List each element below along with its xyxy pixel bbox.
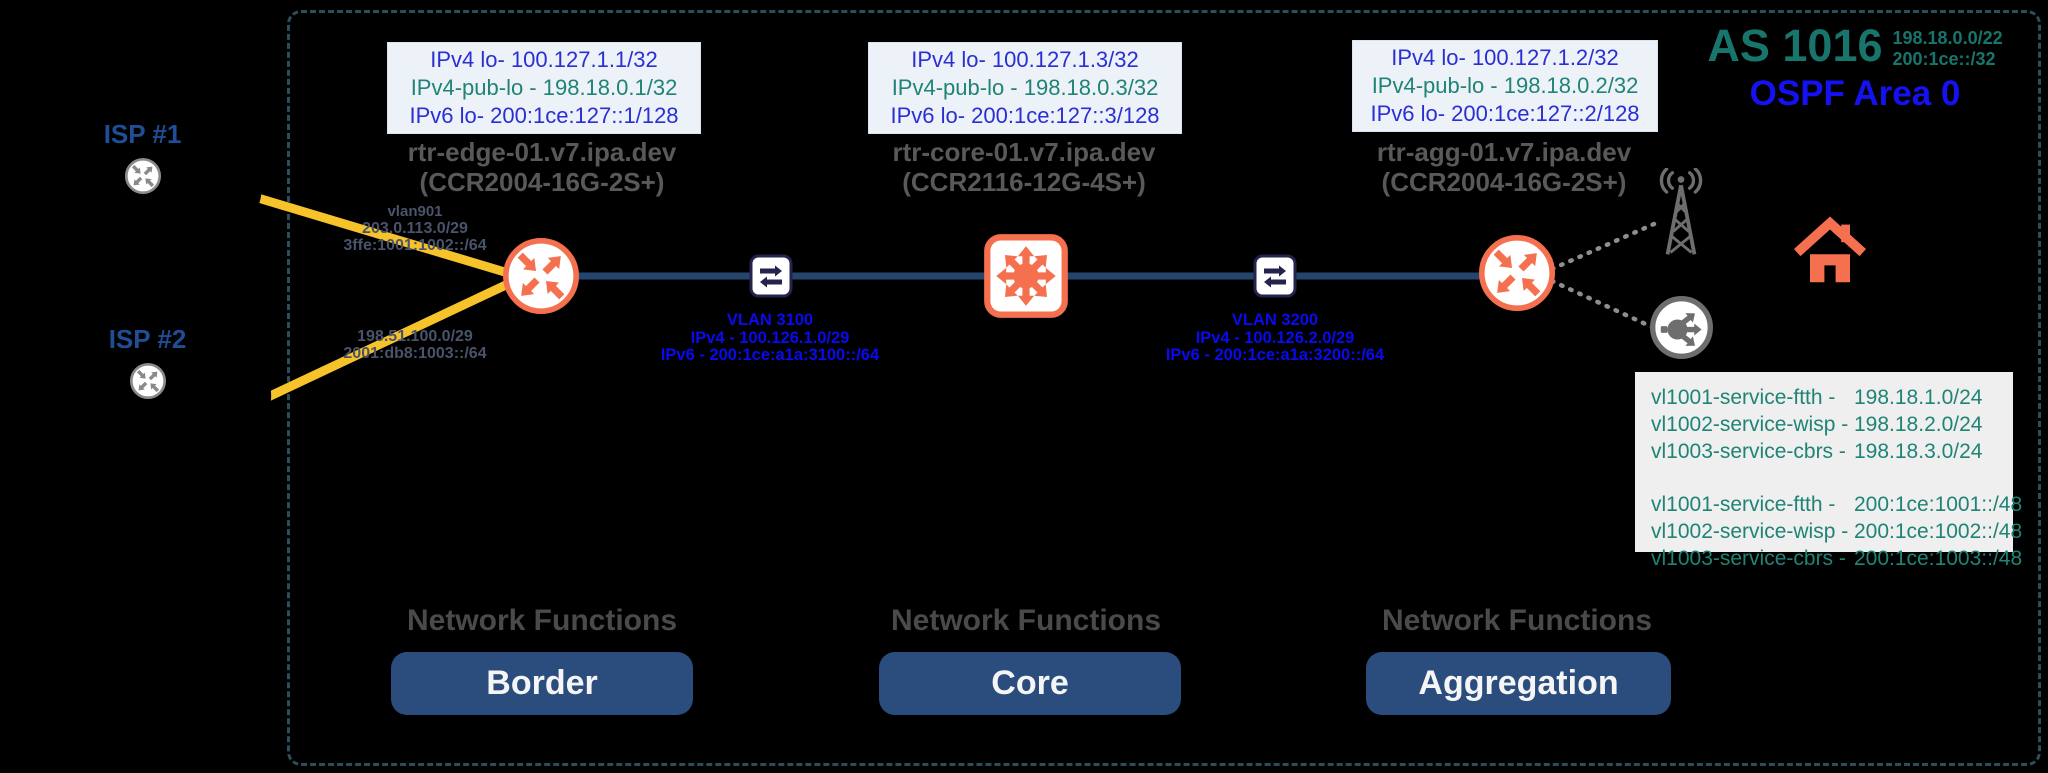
- service-prefix: 200:1ce:1001::/48: [1854, 493, 2023, 516]
- agg-hostname: rtr-agg-01.v7.ipa.dev (CCR2004-16G-2S+): [1334, 137, 1674, 197]
- uplink-ipv6: 2001:db8:1003::/64: [343, 345, 487, 362]
- vlan-name: VLAN 3100: [726, 311, 814, 329]
- as-info: AS 1016 198.18.0.0/22 200:1ce::/32 OSPF …: [1700, 20, 2010, 114]
- radio-tower-icon: [1659, 168, 1703, 257]
- service-name: vl1003-service-cbrs -: [1651, 440, 1846, 463]
- vlan3100-switch-icon: [746, 251, 796, 301]
- service-prefix: 198.18.2.0/24: [1854, 413, 1983, 436]
- uplink-ipv4: 198.51.100.0/29: [357, 328, 473, 345]
- border-function-pill: Border: [391, 652, 693, 715]
- service-prefix: 200:1ce:1002::/48: [1854, 520, 2023, 543]
- vlan-ipv4: IPv4 - 100.126.2.0/29: [1195, 328, 1355, 347]
- hostname: rtr-agg-01.v7.ipa.dev: [1376, 137, 1632, 167]
- vlan-ipv6: IPv6 - 200:1ce:a1a:3100::/64: [660, 346, 880, 364]
- edge-router-icon: [501, 236, 581, 316]
- core-hostname: rtr-core-01.v7.ipa.dev (CCR2116-12G-4S+): [854, 137, 1194, 197]
- model: (CCR2004-16G-2S+): [419, 167, 665, 197]
- core-loopback-box: IPv4 lo- 100.127.1.3/32 IPv4-pub-lo - 19…: [868, 42, 1182, 134]
- isp1-label: ISP #1: [103, 119, 182, 149]
- loopback-ipv6: IPv6 lo- 200:1ce:127::2/128: [1370, 101, 1640, 126]
- isp1-uplink-label: vlan901 203.0.113.0/29 3ffe:1001:1002::/…: [295, 203, 535, 254]
- uplink-vlan: vlan901: [387, 203, 443, 220]
- service-row: vl1002-service-wisp - 200:1ce:1002::/48: [1651, 518, 2022, 545]
- vlan3100-label: VLAN 3100 IPv4 - 100.126.1.0/29 IPv6 - 2…: [640, 311, 900, 365]
- loopback-ipv4: IPv4 lo- 100.127.1.1/32: [430, 47, 658, 72]
- service-prefix: 198.18.1.0/24: [1854, 386, 1983, 409]
- aggregation-function-pill: Aggregation: [1366, 652, 1671, 715]
- core-functions-heading: Network Functions: [890, 604, 1161, 637]
- service-row: vl1003-service-cbrs - 198.18.3.0/24: [1651, 438, 2013, 465]
- isp1-cloud: ISP #1: [15, 85, 270, 255]
- isp1-router-icon: [124, 157, 162, 195]
- as-ipv4-prefix: 198.18.0.0/22: [1892, 28, 2003, 48]
- loopback-ipv4: IPv4 lo- 100.127.1.3/32: [911, 47, 1139, 72]
- isp2-router-icon: [129, 362, 167, 400]
- service-row: vl1001-service-ftth - 198.18.1.0/24: [1651, 384, 2013, 411]
- isp2-uplink-line: [266, 279, 510, 402]
- service-prefix: 198.18.3.0/24: [1854, 440, 1983, 463]
- house-icon: [1790, 213, 1870, 289]
- edge-functions-heading: Network Functions: [406, 604, 677, 637]
- edge-loopback-box: IPv4 lo- 100.127.1.1/32 IPv4-pub-lo - 19…: [387, 42, 701, 134]
- ospf-area-label: OSPF Area 0: [1749, 74, 1961, 113]
- model: (CCR2116-12G-4S+): [902, 167, 1146, 197]
- core-router-icon: [981, 231, 1071, 321]
- loopback-pub: IPv4-pub-lo - 198.18.0.2/32: [1371, 73, 1639, 98]
- agg-functions-heading: Network Functions: [1381, 604, 1652, 637]
- model: (CCR2004-16G-2S+): [1381, 167, 1627, 197]
- agg-router-icon: [1477, 233, 1557, 313]
- hostname: rtr-edge-01.v7.ipa.dev: [407, 137, 677, 167]
- service-name: vl1001-service-ftth -: [1651, 386, 1836, 409]
- uplink-ipv6: 3ffe:1001:1002::/64: [343, 237, 487, 254]
- service-row: vl1003-service-cbrs - 200:1ce:1003::/48: [1651, 545, 2022, 572]
- service-name: vl1001-service-ftth -: [1651, 493, 1836, 516]
- as-ipv6-prefix: 200:1ce::/32: [1892, 49, 1996, 69]
- as-number: AS 1016: [1707, 20, 1883, 71]
- broadcast-hub-icon: [1648, 294, 1715, 361]
- service-prefix: 200:1ce:1003::/48: [1854, 547, 2023, 570]
- vlan-name: VLAN 3200: [1231, 311, 1319, 329]
- agg-loopback-box: IPv4 lo- 100.127.1.2/32 IPv4-pub-lo - 19…: [1352, 40, 1658, 132]
- vlan-ipv4: IPv4 - 100.126.1.0/29: [690, 328, 850, 347]
- isp2-uplink-label: 198.51.100.0/29 2001:db8:1003::/64: [295, 328, 535, 362]
- service-name: vl1002-service-wisp -: [1651, 413, 1849, 436]
- agg-to-tower-line: [1549, 221, 1657, 272]
- service-name: vl1003-service-cbrs -: [1651, 547, 1846, 570]
- agg-to-hub-line: [1549, 278, 1655, 330]
- loopback-pub: IPv4-pub-lo - 198.18.0.1/32: [410, 75, 678, 100]
- vlan3200-switch-icon: [1250, 251, 1300, 301]
- loopback-ipv6: IPv6 lo- 200:1ce:127::1/128: [409, 103, 679, 128]
- uplink-ipv4: 203.0.113.0/29: [362, 220, 468, 237]
- loopback-ipv6: IPv6 lo- 200:1ce:127::3/128: [890, 103, 1160, 128]
- service-name: vl1002-service-wisp -: [1651, 520, 1849, 543]
- isp2-label: ISP #2: [108, 324, 187, 354]
- isp1-uplink-line: [256, 193, 510, 278]
- edge-hostname: rtr-edge-01.v7.ipa.dev (CCR2004-16G-2S+): [372, 137, 712, 197]
- service-prefixes-box: vl1001-service-ftth - 198.18.1.0/24 vl10…: [1635, 372, 2022, 570]
- loopback-ipv4: IPv4 lo- 100.127.1.2/32: [1391, 45, 1619, 70]
- service-row: vl1001-service-ftth - 200:1ce:1001::/48: [1651, 491, 2022, 518]
- loopback-pub: IPv4-pub-lo - 198.18.0.3/32: [891, 75, 1159, 100]
- vlan-ipv6: IPv6 - 200:1ce:a1a:3200::/64: [1165, 346, 1385, 364]
- vlan3200-label: VLAN 3200 IPv4 - 100.126.2.0/29 IPv6 - 2…: [1145, 311, 1405, 365]
- service-row: vl1002-service-wisp - 198.18.2.0/24: [1651, 411, 2013, 438]
- core-function-pill: Core: [879, 652, 1181, 715]
- isp2-cloud: ISP #2: [15, 290, 280, 462]
- hostname: rtr-core-01.v7.ipa.dev: [892, 137, 1156, 167]
